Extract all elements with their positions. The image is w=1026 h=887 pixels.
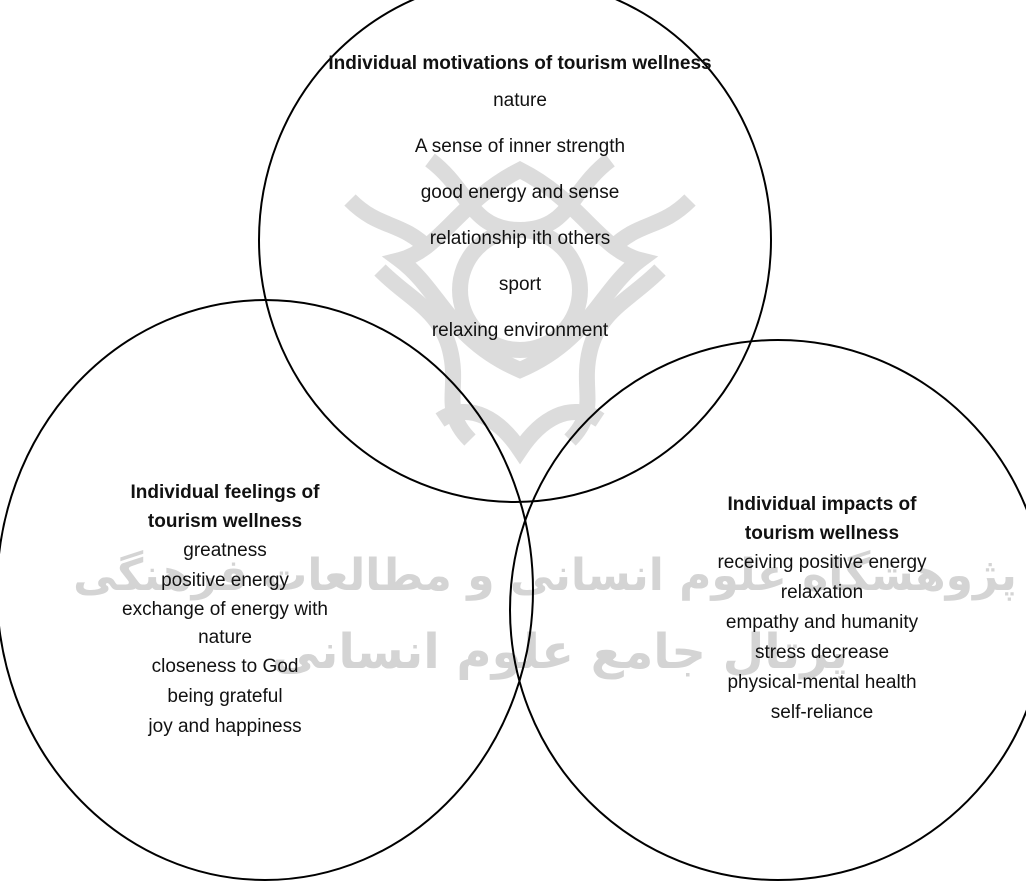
impact-item: stress decrease — [754, 642, 890, 663]
motivations-text-block: Individual motivations of tourism wellne… — [320, 50, 720, 365]
impacts-heading: Individual impacts of tourism wellness — [727, 494, 917, 544]
impact-item: physical-mental health — [727, 672, 917, 693]
impacts-text-block: Individual impacts of tourism wellness r… — [672, 490, 972, 728]
feelings-heading: Individual feelings of tourism wellness — [130, 482, 320, 532]
impact-item: self-reliance — [770, 702, 874, 723]
motivation-item: relationship ith others — [429, 228, 611, 249]
feeling-item: exchange of energy with nature — [122, 599, 328, 648]
feeling-item: positive energy — [161, 570, 289, 591]
impact-item: receiving positive energy — [717, 552, 927, 573]
motivations-heading: Individual motivations of tourism wellne… — [328, 53, 712, 74]
motivation-item: A sense of inner strength — [414, 136, 626, 157]
circle-feelings — [0, 299, 534, 881]
circle-impacts — [509, 339, 1026, 881]
feeling-item: closeness to God — [151, 656, 299, 677]
motivation-item: relaxing environment — [431, 320, 609, 341]
impact-item: relaxation — [780, 582, 864, 603]
watermark-line-1: پژوهشگاه علوم انسانی و مطالعات فرهنگی — [73, 549, 1017, 601]
feeling-item: greatness — [183, 540, 267, 561]
feelings-text-block: Individual feelings of tourism wellness … — [40, 478, 410, 742]
feeling-item: being grateful — [167, 686, 283, 707]
watermark-logo — [344, 153, 696, 465]
watermark-text: پژوهشگاه علوم انسانی و مطالعات فرهنگی پر… — [73, 549, 1017, 680]
motivation-item: nature — [493, 90, 547, 111]
impact-item: empathy and humanity — [725, 612, 919, 633]
circle-motivations — [258, 0, 772, 503]
motivation-item: good energy and sense — [420, 182, 620, 203]
motivation-item: sport — [498, 274, 542, 295]
watermark-line-2: پرتال جامع علوم انسانی — [272, 624, 848, 680]
feeling-item: joy and happiness — [148, 716, 302, 737]
